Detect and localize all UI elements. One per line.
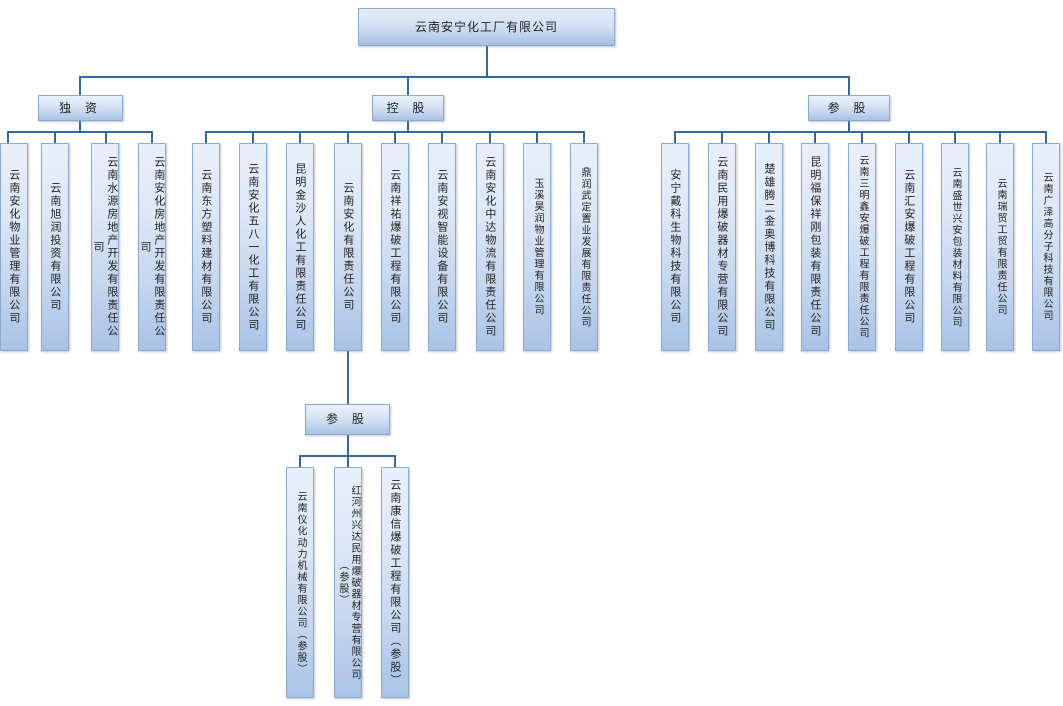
- leaf-cangu-5[interactable]: 云南三明鑫安爆破工程有限责任公司: [848, 143, 876, 351]
- leaf-cangu-1-label: 安宁戴科生物科技有限公司: [668, 169, 682, 325]
- connector-duzi-d2: [54, 131, 56, 143]
- connector-cangu-sub-d2: [347, 455, 349, 467]
- connector-konggu-d7: [489, 131, 491, 143]
- leaf-duzi-4[interactable]: 云南安化房地产开发有限责任公司: [138, 143, 166, 351]
- category-node-cangu[interactable]: 参 股: [808, 95, 890, 121]
- connector-konggu-d3: [299, 131, 301, 143]
- leaf-konggu-2[interactable]: 云南安化五八一化工有限公司: [239, 143, 267, 351]
- root-node[interactable]: 云南安宁化工厂有限公司: [358, 8, 615, 46]
- connector-cangu-bus: [674, 131, 1045, 133]
- leaf-cangu-1[interactable]: 安宁戴科生物科技有限公司: [661, 143, 689, 351]
- category-duzi-label: 独 资: [59, 100, 102, 115]
- leaf-cangu-2[interactable]: 云南民用爆破器材专营有限公司: [708, 143, 736, 351]
- connector-konggu-d2: [252, 131, 254, 143]
- leaf-konggu-5-label: 云南祥祐爆破工程有限公司: [388, 169, 402, 325]
- connector-drop-konggu: [407, 76, 409, 96]
- connector-konggu-d8: [536, 131, 538, 143]
- leaf-konggu-9-label: 鼎润武定置业发展有限责任公司: [579, 166, 590, 328]
- connector-cangu-stem: [848, 120, 850, 132]
- leaf-konggu-9[interactable]: 鼎润武定置业发展有限责任公司: [570, 143, 598, 351]
- leaf-cangu-9-label: 云南广泽高分子科技有限公司: [1041, 172, 1052, 322]
- connector-cangu-sub-d3: [394, 455, 396, 467]
- category-node-konggu[interactable]: 控 股: [372, 95, 444, 121]
- connector-drop-duzi: [79, 76, 81, 96]
- connector-konggu-d4: [347, 131, 349, 143]
- leaf-cangu-sub-1[interactable]: 云南仪化动力机械有限公司（参股）: [286, 467, 314, 698]
- connector-cangu-d8: [999, 131, 1001, 143]
- leaf-cangu-9[interactable]: 云南广泽高分子科技有限公司: [1032, 143, 1060, 351]
- leaf-konggu-4[interactable]: 云南安化有限责任公司: [334, 143, 362, 351]
- leaf-cangu-sub-2[interactable]: 红河州兴达民用爆破器材专营有限公司（参股）: [334, 467, 362, 698]
- leaf-cangu-7[interactable]: 云南盛世兴安包装材料有限公司: [941, 143, 969, 351]
- leaf-duzi-4-label: 云南安化房地产开发有限责任公司: [139, 156, 166, 338]
- connector-cangu-sub-d1: [299, 455, 301, 467]
- leaf-konggu-7-label: 云南安化中达物流有限责任公司: [483, 156, 497, 338]
- leaf-konggu-8-label: 玉溪昊润物业管理有限公司: [532, 178, 543, 316]
- leaf-konggu-4-label: 云南安化有限责任公司: [341, 182, 355, 312]
- connector-duzi-d1: [7, 131, 9, 143]
- connector-cangu-sub-stem: [347, 350, 349, 404]
- connector-root-stem: [486, 46, 488, 77]
- connector-cangu-d6: [908, 131, 910, 143]
- connector-cangu-d4: [814, 131, 816, 143]
- leaf-cangu-8[interactable]: 云南瑞贸工贸有限责任公司: [986, 143, 1014, 351]
- leaf-konggu-7[interactable]: 云南安化中达物流有限责任公司: [476, 143, 504, 351]
- connector-drop-cangu: [848, 76, 850, 96]
- leaf-cangu-6-label: 云南汇安爆破工程有限公司: [902, 169, 916, 325]
- leaf-duzi-1[interactable]: 云南安化物业管理有限公司: [0, 143, 28, 351]
- leaf-cangu-sub-3[interactable]: 云南康信爆破工程有限公司（参股）: [381, 467, 409, 698]
- leaf-duzi-3[interactable]: 云南水源房地产开发有限责任公司: [91, 143, 119, 351]
- leaf-konggu-5[interactable]: 云南祥祐爆破工程有限公司: [381, 143, 409, 351]
- leaf-konggu-1-label: 云南东方塑料建材有限公司: [199, 169, 213, 325]
- leaf-duzi-2[interactable]: 云南旭润投资有限公司: [41, 143, 69, 351]
- leaf-cangu-8-label: 云南瑞贸工贸有限责任公司: [995, 178, 1006, 316]
- leaf-cangu-3-label: 楚雄腾二金奥博科技有限公司: [762, 162, 776, 332]
- connector-konggu-d1: [205, 131, 207, 143]
- leaf-konggu-6-label: 云南安视智能设备有限公司: [435, 169, 449, 325]
- leaf-cangu-sub-3-label: 云南康信爆破工程有限公司（参股）: [388, 478, 402, 687]
- connector-cangu-d3: [768, 131, 770, 143]
- connector-cangu-d7: [954, 131, 956, 143]
- connector-cangu-sub-downstem: [347, 435, 349, 455]
- leaf-cangu-4[interactable]: 昆明福保祥刚包装有限责任公司: [801, 143, 829, 351]
- connector-level2-bus: [79, 76, 849, 78]
- leaf-cangu-5-label: 云南三明鑫安爆破工程有限责任公司: [857, 155, 868, 339]
- leaf-duzi-3-label: 云南水源房地产开发有限责任公司: [92, 156, 119, 338]
- root-node-label: 云南安宁化工厂有限公司: [414, 19, 558, 34]
- leaf-konggu-6[interactable]: 云南安视智能设备有限公司: [428, 143, 456, 351]
- connector-duzi-d3: [105, 131, 107, 143]
- leaf-cangu-sub-2-label: 红河州兴达民用爆破器材专营有限公司（参股）: [337, 484, 360, 681]
- connector-cangu-d1: [674, 131, 676, 143]
- leaf-konggu-1[interactable]: 云南东方塑料建材有限公司: [192, 143, 220, 351]
- connector-duzi-bus: [7, 131, 153, 133]
- connector-duzi-d4: [151, 131, 153, 143]
- connector-konggu-d9: [583, 131, 585, 143]
- leaf-cangu-2-label: 云南民用爆破器材专营有限公司: [715, 156, 729, 338]
- category-node-cangu-sub[interactable]: 参 股: [305, 404, 390, 435]
- leaf-duzi-2-label: 云南旭润投资有限公司: [48, 182, 62, 312]
- category-cangu-sub-label: 参 股: [326, 412, 369, 427]
- leaf-cangu-4-label: 昆明福保祥刚包装有限责任公司: [808, 156, 822, 338]
- connector-konggu-d6: [441, 131, 443, 143]
- leaf-konggu-3[interactable]: 昆明金沙人化工有限责任公司: [286, 143, 314, 351]
- leaf-cangu-6[interactable]: 云南汇安爆破工程有限公司: [895, 143, 923, 351]
- connector-duzi-stem: [79, 120, 81, 132]
- leaf-cangu-7-label: 云南盛世兴安包装材料有限公司: [950, 166, 961, 328]
- leaf-konggu-3-label: 昆明金沙人化工有限责任公司: [293, 162, 307, 332]
- connector-cangu-d9: [1045, 131, 1047, 143]
- connector-cangu-d2: [721, 131, 723, 143]
- leaf-duzi-1-label: 云南安化物业管理有限公司: [7, 169, 21, 325]
- connector-cangu-d5: [861, 131, 863, 143]
- category-konggu-label: 控 股: [386, 100, 430, 115]
- leaf-konggu-8[interactable]: 玉溪昊润物业管理有限公司: [523, 143, 551, 351]
- connector-konggu-stem: [407, 120, 409, 132]
- leaf-cangu-3[interactable]: 楚雄腾二金奥博科技有限公司: [755, 143, 783, 351]
- connector-konggu-d5: [394, 131, 396, 143]
- leaf-konggu-2-label: 云南安化五八一化工有限公司: [246, 162, 260, 332]
- leaf-cangu-sub-1-label: 云南仪化动力机械有限公司（参股）: [295, 490, 306, 675]
- category-cangu-label: 参 股: [827, 100, 871, 115]
- category-node-duzi[interactable]: 独 资: [38, 95, 123, 121]
